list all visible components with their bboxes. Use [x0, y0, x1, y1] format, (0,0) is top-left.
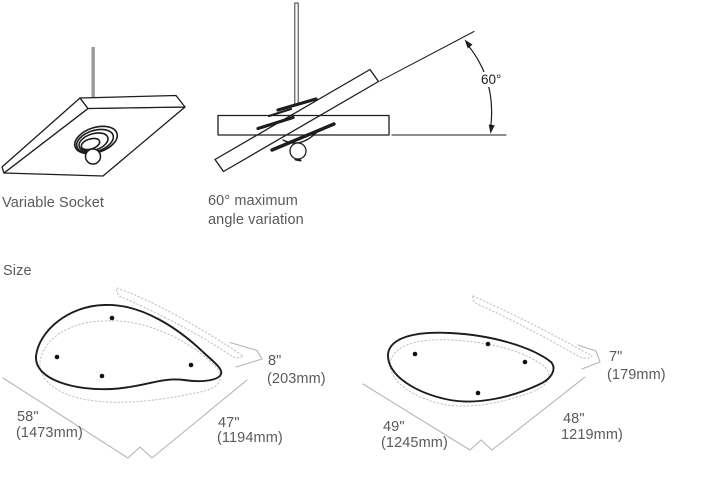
fixture-small-ghost-outline [389, 339, 550, 407]
fixture-small-dimension-lines [362, 344, 601, 451]
angle-variation-drawing [214, 2, 507, 173]
socket-ball [84, 148, 102, 165]
large-height-mm: (203mm) [267, 371, 326, 387]
size-heading: Size [3, 263, 32, 279]
fixture-small-blade-profile [472, 295, 593, 359]
variable-socket-caption: Variable Socket [2, 195, 104, 211]
small-width-mm: (1245mm) [381, 435, 448, 451]
angle-value-label: 60° [479, 72, 504, 87]
small-height-inches: 7" [609, 349, 623, 365]
angle-ref-line-diagonal [379, 31, 475, 82]
large-width-mm: (1473mm) [16, 425, 83, 441]
fixture-large-drawing [2, 287, 263, 459]
large-depth-mm: (1194mm) [217, 430, 283, 446]
angle-caption-line1: 60° maximum [208, 193, 298, 209]
pivot-ball-tab [294, 158, 302, 162]
angle-caption-line2: angle variation [208, 212, 304, 228]
fixture-small-mount-dots [412, 341, 528, 396]
tilted-panel [214, 68, 380, 173]
socket-hardware [256, 97, 336, 152]
fixture-large-ghost-outline [39, 320, 221, 403]
pivot-ball [289, 142, 307, 160]
canopy-rod [91, 47, 95, 99]
fixture-large-outline [35, 304, 223, 391]
variable-socket-drawing [1, 47, 186, 177]
small-width-inches: 49" [383, 419, 405, 435]
small-height-mm: (179mm) [607, 367, 666, 383]
fixture-large-mount-dots [54, 315, 194, 379]
small-depth-mm: 1219mm) [561, 427, 623, 443]
small-depth-inches: 48" [563, 411, 585, 427]
fixture-large-dimension-lines [2, 341, 263, 459]
angle-rod [294, 2, 299, 105]
fixture-small-outline [387, 331, 555, 403]
angle-arrow-bottom [488, 124, 495, 134]
large-depth-inches: 47" [218, 415, 240, 431]
angle-arrow-top [464, 39, 473, 49]
fixture-large-blade-profile [116, 287, 244, 359]
large-width-inches: 58" [17, 409, 39, 425]
angle-variation-caption: 60° maximum angle variation [208, 193, 304, 229]
large-height-inches: 8" [268, 353, 282, 369]
canopy-back-edge [79, 94, 186, 110]
fixture-small-drawing [362, 295, 601, 451]
